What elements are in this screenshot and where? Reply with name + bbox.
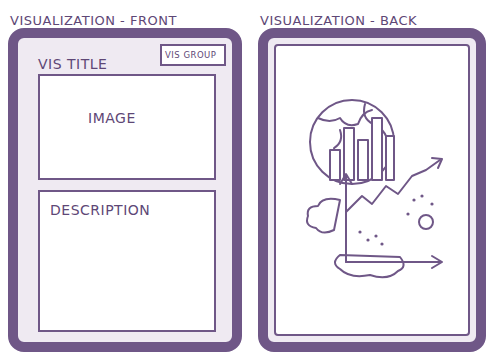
image-box: IMAGE: [38, 74, 216, 180]
group-box: VIS GROUP: [160, 44, 226, 66]
card-heading: VISUALIZATION - FRONT: [10, 13, 177, 28]
box-label: IMAGE: [88, 110, 136, 126]
drawing-panel: [274, 44, 470, 336]
card-heading: VISUALIZATION - BACK: [260, 13, 417, 28]
box-label: DESCRIPTION: [50, 202, 150, 218]
box-label: VIS GROUP: [165, 50, 216, 60]
back-card: VISUALIZATION - BACK: [258, 28, 486, 352]
description-box: DESCRIPTION: [38, 190, 216, 332]
vis-title: VIS TITLE: [38, 56, 107, 72]
front-card: VISUALIZATION - FRONTVIS TITLEVIS GROUPI…: [8, 28, 242, 352]
